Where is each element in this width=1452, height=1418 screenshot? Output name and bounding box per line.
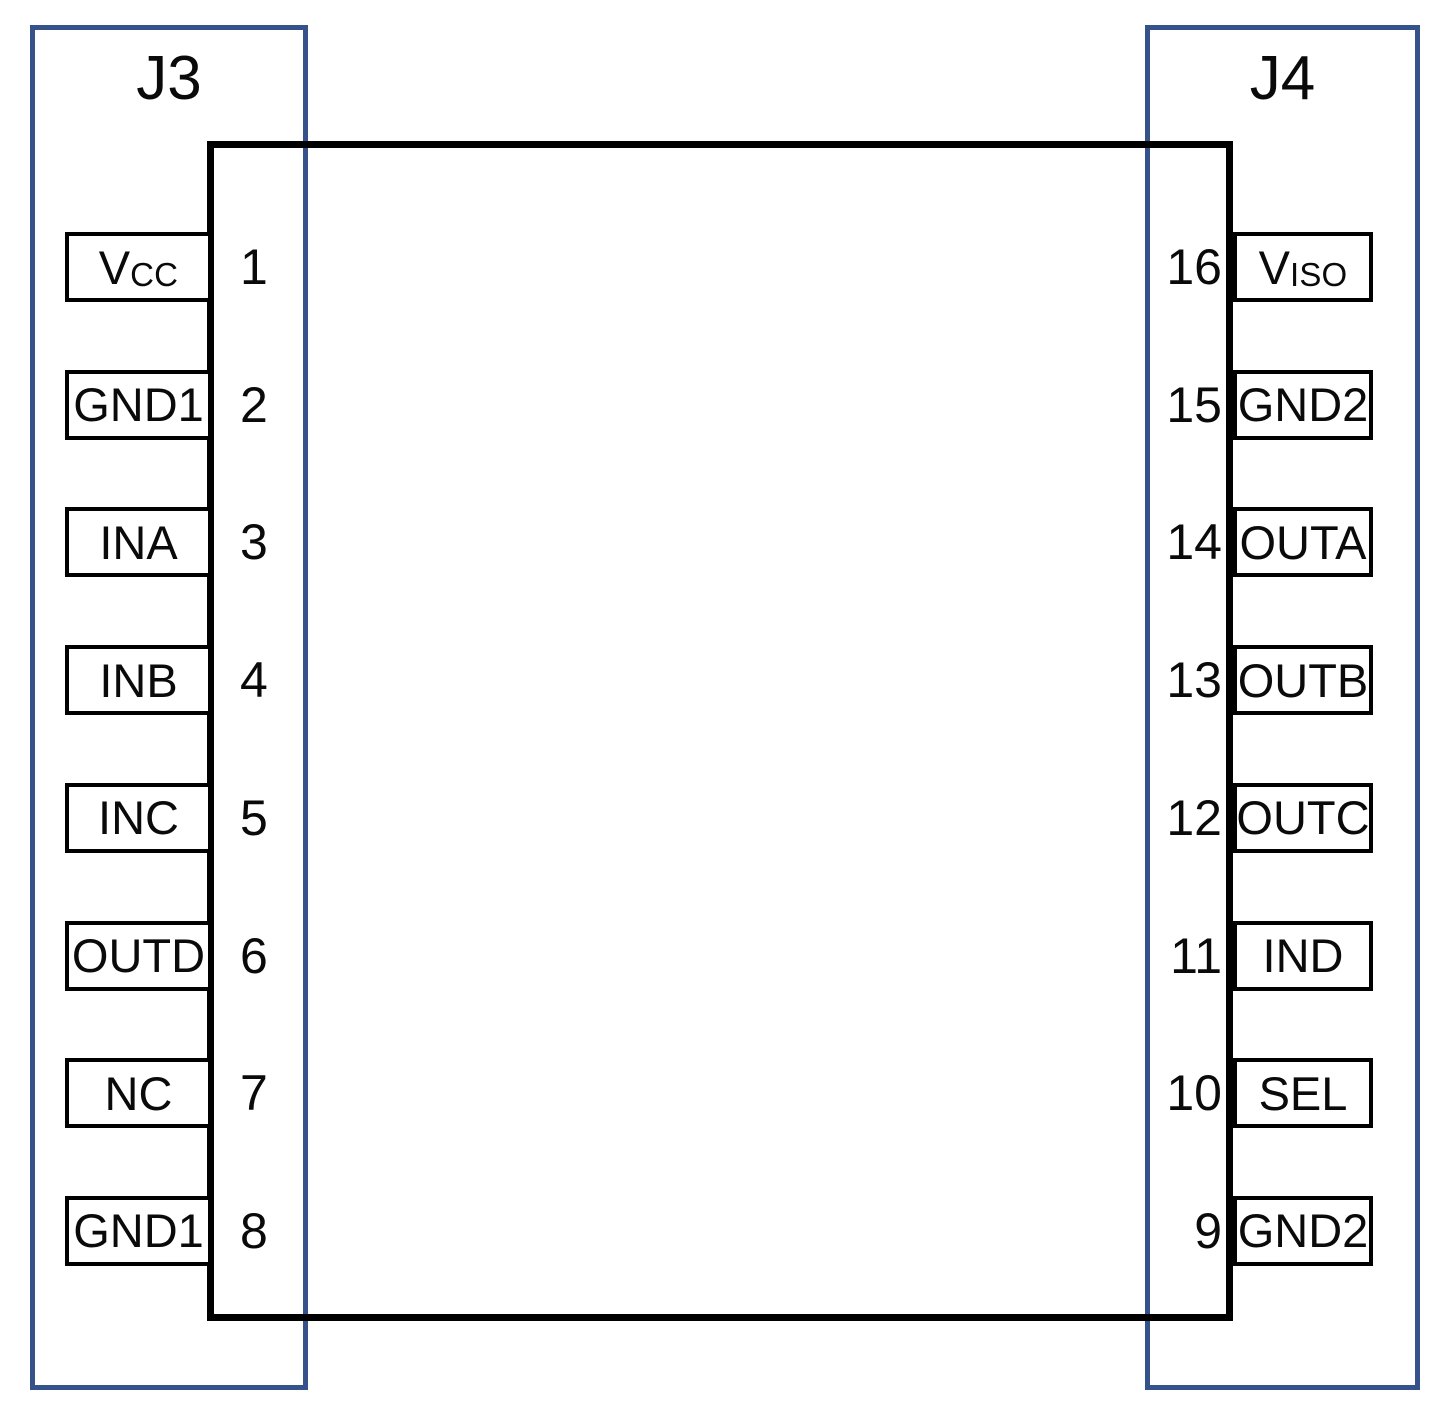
pin-number: 1 (240, 239, 268, 295)
pin-number: 16 (1166, 239, 1222, 295)
pin-row: OUTD 6 (60, 920, 310, 991)
pin-number: 2 (240, 376, 268, 433)
pin-number: 13 (1166, 652, 1222, 709)
pin-row: INC 5 (60, 782, 310, 853)
pin-number: 15 (1166, 376, 1222, 433)
pin-signal-label: INC (65, 782, 212, 853)
chip-body-outline (207, 141, 1233, 1321)
pin-number: 4 (240, 652, 268, 709)
pin-signal-label: OUTD (65, 920, 212, 991)
pin-number: 9 (1194, 1202, 1222, 1259)
connector-j4-label: J4 (1249, 44, 1316, 113)
pin-number: 12 (1166, 789, 1222, 846)
pin-signal-label: GND1 (65, 1195, 212, 1266)
pin-number: 11 (1170, 927, 1222, 984)
pin-row: GND1 8 (60, 1195, 310, 1266)
pin-row: NC 7 (60, 1058, 310, 1129)
connector-group-j3 (30, 25, 308, 1390)
pin-number: 10 (1166, 1065, 1222, 1122)
pin-signal-label: INA (65, 507, 212, 578)
pin-number: 3 (240, 514, 268, 571)
pin-signal-label: IND (1233, 920, 1373, 991)
pin-number: 8 (240, 1202, 268, 1259)
pin-signal-label: INB (65, 645, 212, 716)
connector-group-j4 (1145, 25, 1420, 1390)
pin-row: INB 4 (60, 645, 310, 716)
pin-signal-label: OUTA (1233, 507, 1373, 578)
pin-signal-label: NC (65, 1058, 212, 1129)
pin-signal-label: OUTB (1233, 645, 1373, 716)
pin-row: GND1 2 (60, 369, 310, 440)
pin-signal-label: GND1 (65, 369, 212, 440)
pin-signal-label: GND2 (1233, 369, 1373, 440)
pin-number: 14 (1166, 514, 1222, 571)
pin-row: INA 3 (60, 507, 310, 578)
pin-signal-label: GND2 (1233, 1195, 1373, 1266)
pin-signal-label: OUTC (1233, 782, 1373, 853)
pin-signal-label: SEL (1233, 1058, 1373, 1129)
pin-number: 6 (240, 927, 268, 984)
pin-number: 5 (240, 789, 268, 846)
pin-number: 7 (240, 1065, 268, 1122)
connector-j3-label: J3 (136, 44, 202, 113)
